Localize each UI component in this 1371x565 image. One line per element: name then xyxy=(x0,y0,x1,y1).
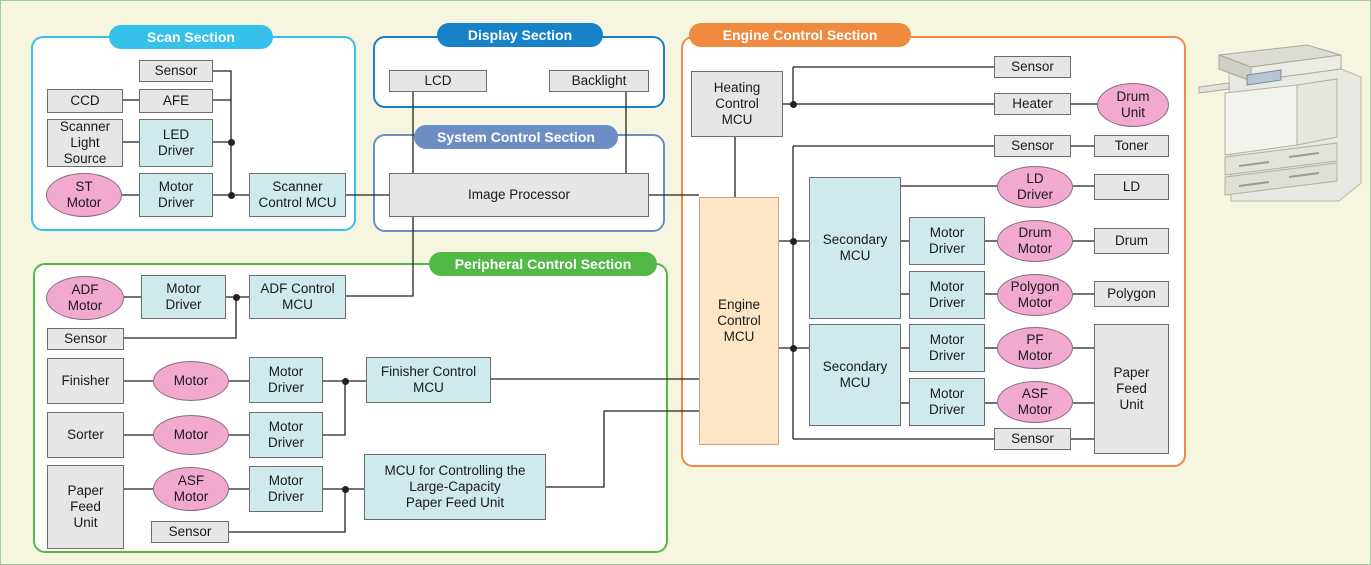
heat-sensor-block: Sensor xyxy=(994,56,1071,78)
heater-block: Heater xyxy=(994,93,1071,115)
drum-motor-oval: Drum Motor xyxy=(997,220,1073,262)
junction-dot xyxy=(228,192,235,199)
scan-motor-driver-block: Motor Driver xyxy=(139,173,213,217)
system-control-section-title: System Control Section xyxy=(414,125,618,149)
junction-dot xyxy=(342,486,349,493)
display-section-title: Display Section xyxy=(437,23,603,47)
toner-sensor-block: Sensor xyxy=(994,135,1071,157)
polygon-block: Polygon xyxy=(1094,281,1169,307)
ccd-block: CCD xyxy=(47,89,123,113)
pf-motor-oval: PF Motor xyxy=(997,327,1073,369)
peripheral-control-section-title: Peripheral Control Section xyxy=(429,252,657,276)
sorter-motor-driver-block: Motor Driver xyxy=(249,412,323,458)
paper-feed-unit-block: Paper Feed Unit xyxy=(1094,324,1169,454)
lc-paper-feed-mcu-block: MCU for Controlling the Large-Capacity P… xyxy=(364,454,546,520)
adf-motor-driver-block: Motor Driver xyxy=(141,275,226,319)
adf-control-mcu-block: ADF Control MCU xyxy=(249,275,346,319)
sorter-motor-oval: Motor xyxy=(153,415,229,455)
scan-sensor-block: Sensor xyxy=(139,60,213,82)
drum-motor-driver-block: Motor Driver xyxy=(909,217,985,265)
finisher-block: Finisher xyxy=(47,358,124,404)
secondary-mcu-2-block: Secondary MCU xyxy=(809,324,901,426)
drum-unit-oval: Drum Unit xyxy=(1097,83,1169,127)
lc-sensor-block: Sensor xyxy=(151,521,229,543)
asf-motor-driver-block: Motor Driver xyxy=(909,378,985,426)
adf-sensor-block: Sensor xyxy=(47,328,124,350)
adf-motor-oval: ADF Motor xyxy=(46,276,124,320)
scanner-light-source-block: Scanner Light Source xyxy=(47,119,123,167)
image-processor-block: Image Processor xyxy=(389,173,649,217)
asf-motor-oval: ASF Motor xyxy=(997,381,1073,423)
printer-illustration xyxy=(1198,44,1362,202)
secondary-mcu-1-block: Secondary MCU xyxy=(809,177,901,319)
peripheral-control-section xyxy=(33,263,668,553)
st-motor-oval: ST Motor xyxy=(46,173,122,217)
junction-dot xyxy=(228,139,235,146)
junction-dot xyxy=(790,238,797,245)
afe-block: AFE xyxy=(139,89,213,113)
lc-motor-driver-block: Motor Driver xyxy=(249,466,323,512)
sorter-block: Sorter xyxy=(47,412,124,458)
engine-control-mcu-block: Engine Control MCU xyxy=(699,197,779,445)
lc-paper-feed-unit-block: Paper Feed Unit xyxy=(47,465,124,549)
finisher-motor-driver-block: Motor Driver xyxy=(249,357,323,403)
heating-control-mcu-block: Heating Control MCU xyxy=(691,71,783,137)
junction-dot xyxy=(790,345,797,352)
drum-block: Drum xyxy=(1094,228,1169,254)
led-driver-block: LED Driver xyxy=(139,119,213,167)
ld-driver-oval: LD Driver xyxy=(997,166,1073,208)
scanner-control-mcu-block: Scanner Control MCU xyxy=(249,173,346,217)
polygon-motor-oval: Polygon Motor xyxy=(997,274,1073,316)
polygon-motor-driver-block: Motor Driver xyxy=(909,271,985,319)
junction-dot xyxy=(233,294,240,301)
finisher-control-mcu-block: Finisher Control MCU xyxy=(366,357,491,403)
pf-motor-driver-block: Motor Driver xyxy=(909,324,985,372)
lc-asf-motor-oval: ASF Motor xyxy=(153,467,229,511)
engine-control-section-title: Engine Control Section xyxy=(689,23,911,47)
toner-block: Toner xyxy=(1094,135,1169,157)
finisher-motor-oval: Motor xyxy=(153,361,229,401)
ld-block: LD xyxy=(1094,174,1169,200)
lcd-block: LCD xyxy=(389,70,487,92)
junction-dot xyxy=(342,378,349,385)
scan-section-title: Scan Section xyxy=(109,25,273,49)
feed-sensor-block: Sensor xyxy=(994,428,1071,450)
backlight-block: Backlight xyxy=(549,70,649,92)
junction-dot xyxy=(790,101,797,108)
